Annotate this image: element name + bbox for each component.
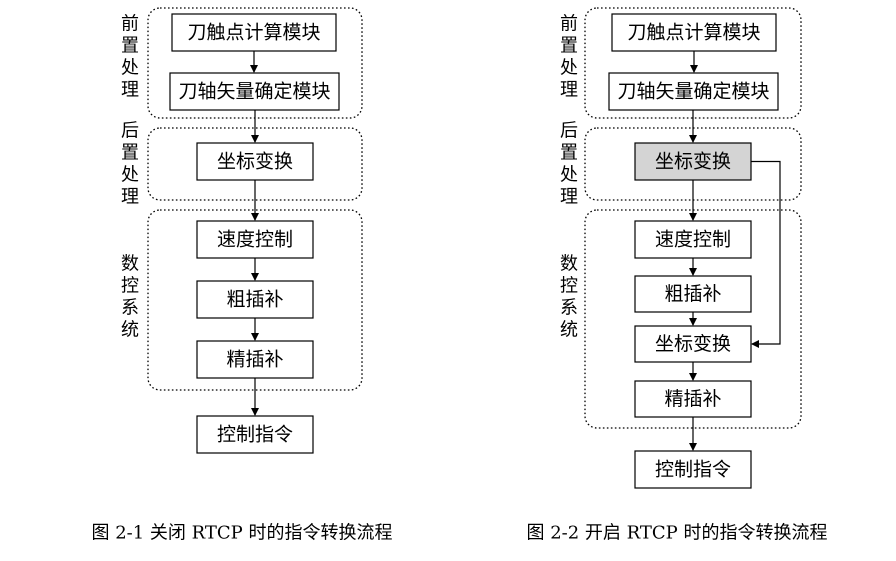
- box-tool-axis-vector-label: 刀轴矢量确定模块: [178, 81, 330, 103]
- svg-text:前: 前: [121, 14, 139, 35]
- box-tool-contact-calc-right-label: 刀触点计算模块: [627, 22, 760, 44]
- box-fine-interpolation-right-label: 精插补: [664, 388, 721, 410]
- box-speed-control-right: [634, 220, 752, 259]
- box-tool-axis-vector: [169, 72, 340, 111]
- svg-text:置: 置: [121, 36, 139, 57]
- svg-text:理: 理: [560, 80, 578, 101]
- svg-text:置: 置: [121, 143, 139, 164]
- svg-text:系: 系: [121, 298, 139, 319]
- box-tool-contact-calc-right: [611, 13, 777, 52]
- box-coordinate-transform-label: 坐标变换: [217, 151, 293, 173]
- box-control-command: [196, 415, 314, 454]
- figure-left: 前 置 处 理 后 置 处 理 数 控 系 统 刀触点计算模块 刀轴矢量确定模块…: [92, 7, 393, 544]
- group-preprocessing-right: [584, 7, 802, 119]
- box-control-command-label: 控制指令: [217, 424, 293, 446]
- svg-text:数: 数: [121, 254, 139, 275]
- svg-text:数: 数: [560, 254, 578, 275]
- box-coordinate-transform-right-shaded-label: 坐标变换: [655, 151, 731, 173]
- box-control-command-right: [634, 450, 752, 489]
- svg-text:理: 理: [121, 187, 139, 208]
- svg-text:控: 控: [560, 276, 578, 297]
- svg-text:统: 统: [121, 320, 139, 341]
- box-speed-control: [196, 220, 314, 259]
- svg-text:后: 后: [560, 121, 578, 142]
- group-label-cnc-system-right: 数 控 系 统: [560, 254, 578, 341]
- box-control-command-right-label: 控制指令: [655, 459, 731, 481]
- svg-text:理: 理: [560, 187, 578, 208]
- bypass-arrow: [751, 160, 781, 348]
- box-rough-interpolation-label: 粗插补: [226, 289, 283, 311]
- box-coordinate-transform-right-shaded: [634, 142, 752, 181]
- box-fine-interpolation-right: [634, 380, 752, 418]
- group-label-preprocessing-right: 前 置 处 理: [560, 14, 578, 101]
- group-label-preprocessing: 前 置 处 理: [121, 14, 139, 101]
- figure-right: 前 置 处 理 后 置 处 理 数 控 系 统 刀触点计算模块 刀轴矢量确定模块…: [527, 7, 828, 544]
- box-speed-control-label: 速度控制: [217, 229, 293, 251]
- box-tool-axis-vector-right: [608, 72, 779, 111]
- group-label-cnc-system: 数 控 系 统: [121, 254, 139, 341]
- flow-arrows-right: [689, 51, 781, 451]
- box-fine-interpolation-label: 精插补: [226, 349, 283, 371]
- svg-text:处: 处: [560, 58, 578, 79]
- box-rough-interpolation-right: [634, 275, 752, 313]
- svg-text:处: 处: [560, 165, 578, 186]
- svg-text:系: 系: [560, 298, 578, 319]
- box-coordinate-transform: [196, 142, 314, 181]
- svg-text:后: 后: [121, 121, 139, 142]
- box-tool-contact-calc-label: 刀触点计算模块: [187, 22, 320, 44]
- svg-text:处: 处: [121, 58, 139, 79]
- svg-text:理: 理: [121, 80, 139, 101]
- svg-text:前: 前: [560, 14, 578, 35]
- box-speed-control-right-label: 速度控制: [655, 229, 731, 251]
- box-coordinate-transform-right-nc-label: 坐标变换: [655, 333, 731, 355]
- box-tool-axis-vector-right-label: 刀轴矢量确定模块: [617, 81, 769, 103]
- group-postprocessing: [147, 127, 363, 201]
- svg-text:统: 统: [560, 320, 578, 341]
- caption-figure-2-1: 图 2-1 关闭 RTCP 时的指令转换流程: [92, 523, 393, 544]
- svg-text:控: 控: [121, 276, 139, 297]
- svg-text:处: 处: [121, 165, 139, 186]
- box-rough-interpolation-right-label: 粗插补: [664, 283, 721, 305]
- caption-figure-2-2: 图 2-2 开启 RTCP 时的指令转换流程: [527, 523, 828, 544]
- group-label-postprocessing-right: 后 置 处 理: [560, 121, 578, 208]
- group-label-postprocessing: 后 置 处 理: [121, 121, 139, 208]
- svg-text:置: 置: [560, 36, 578, 57]
- box-fine-interpolation: [196, 340, 314, 379]
- flow-arrows-left: [250, 51, 259, 416]
- svg-text:置: 置: [560, 143, 578, 164]
